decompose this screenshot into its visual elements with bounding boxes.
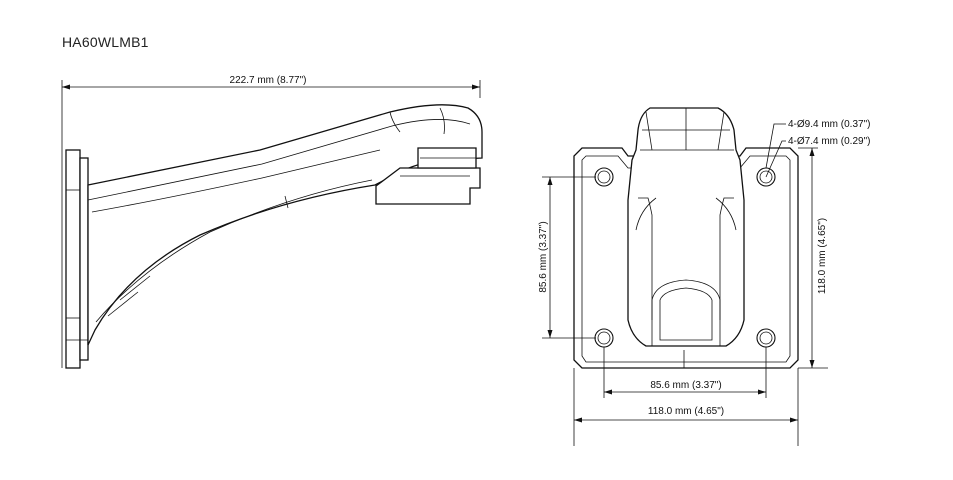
left-vertical-label: 85.6 mm (3.37") [538, 221, 549, 292]
right-vertical-dimension: 118.0 mm (4.65") [798, 147, 828, 369]
left-vertical-dimension: 85.6 mm (3.37") [538, 176, 596, 339]
length-label: 222.7 mm (8.77") [230, 75, 307, 86]
arm-front [627, 107, 745, 347]
length-dimension: 222.7 mm (8.77") [61, 75, 481, 368]
hole-large-label: 4-Ø9.4 mm (0.37") [788, 119, 870, 130]
outer-horizontal-dimension: 118.0 mm (4.65") [573, 368, 799, 446]
side-view: 222.7 mm (8.77") [61, 75, 483, 369]
hole-small-label: 4-Ø7.4 mm (0.29") [788, 136, 870, 147]
model-title: HA60WLMB1 [62, 34, 149, 50]
front-view: 4-Ø9.4 mm (0.37") 4-Ø7.4 mm (0.29") 85.6… [538, 107, 870, 446]
wall-plate [65, 149, 89, 369]
hole-callouts: 4-Ø9.4 mm (0.37") 4-Ø7.4 mm (0.29") [765, 119, 870, 178]
bracket-arm [87, 104, 483, 346]
inner-horizontal-label: 85.6 mm (3.37") [650, 380, 721, 391]
camera-mount [375, 147, 481, 205]
outer-horizontal-label: 118.0 mm (4.65") [648, 406, 724, 417]
inner-horizontal-dimension: 85.6 mm (3.37") [603, 347, 767, 398]
right-vertical-label: 118.0 mm (4.65") [817, 218, 828, 294]
